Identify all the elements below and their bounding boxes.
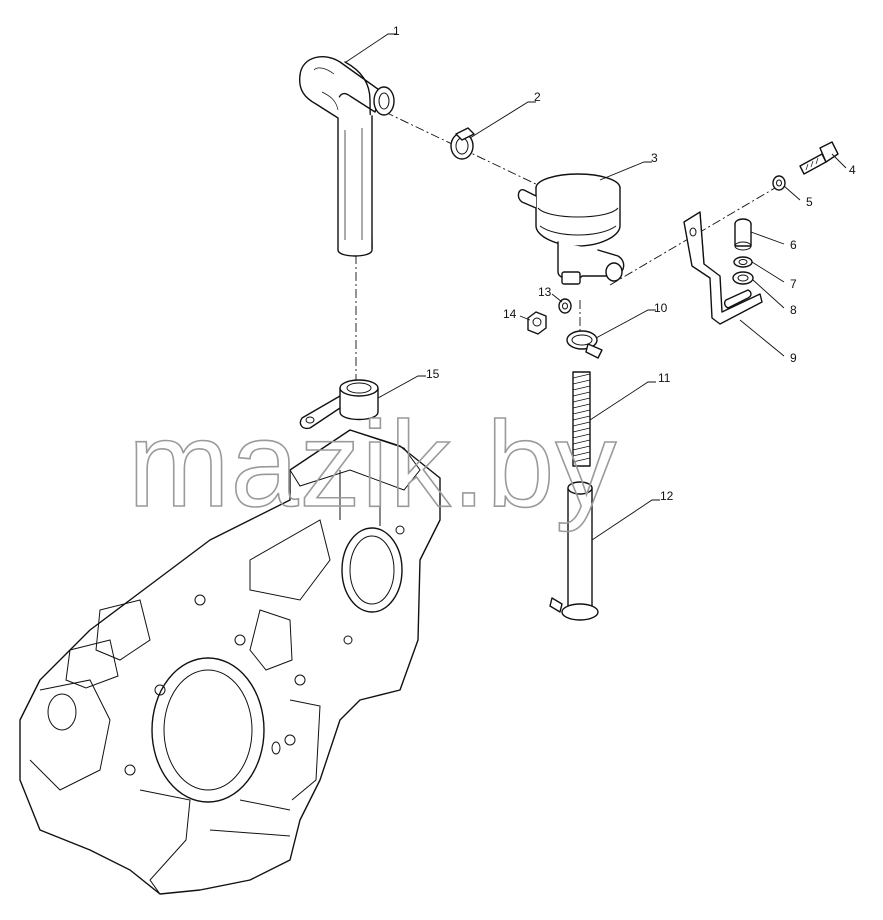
callout-13: 13 bbox=[538, 285, 552, 299]
callout-4: 4 bbox=[849, 163, 856, 177]
callout-8: 8 bbox=[790, 303, 797, 317]
part-14-nut bbox=[527, 311, 547, 335]
part-1-breather-pipe bbox=[298, 56, 395, 257]
callout-7: 7 bbox=[790, 277, 797, 291]
part-2-hose-clamp bbox=[450, 127, 475, 160]
callout-3: 3 bbox=[651, 151, 658, 165]
part-3-oil-separator bbox=[517, 173, 625, 285]
part-4-bolt bbox=[799, 141, 839, 175]
part-13-washer bbox=[558, 298, 572, 314]
callout-6: 6 bbox=[790, 238, 797, 252]
callout-11: 11 bbox=[658, 371, 671, 385]
part-10-hose-clamp bbox=[566, 330, 603, 359]
part-8-washer bbox=[732, 271, 754, 285]
leader-lines bbox=[345, 33, 847, 541]
callout-15: 15 bbox=[426, 367, 440, 381]
part-5-lock-washer bbox=[772, 175, 786, 191]
part-9-mounting-bracket bbox=[683, 211, 763, 325]
callout-2: 2 bbox=[534, 90, 541, 104]
callout-1: 1 bbox=[393, 24, 400, 38]
part-11-spring bbox=[572, 371, 591, 467]
watermark: mazik.by bbox=[128, 396, 617, 532]
callout-14: 14 bbox=[503, 307, 517, 321]
part-7-washer bbox=[733, 256, 753, 268]
part-15-pipe-holder bbox=[299, 379, 379, 430]
callout-5: 5 bbox=[806, 195, 813, 209]
callout-10: 10 bbox=[654, 301, 668, 315]
part-12-drain-hose bbox=[549, 481, 599, 621]
callout-9: 9 bbox=[790, 351, 797, 365]
gear-housing bbox=[19, 429, 441, 895]
callout-12: 12 bbox=[660, 489, 674, 503]
callout-labels: 1 2 3 4 5 6 7 8 9 10 11 12 13 14 15 bbox=[393, 24, 856, 503]
part-6-socket-screw bbox=[734, 218, 752, 251]
